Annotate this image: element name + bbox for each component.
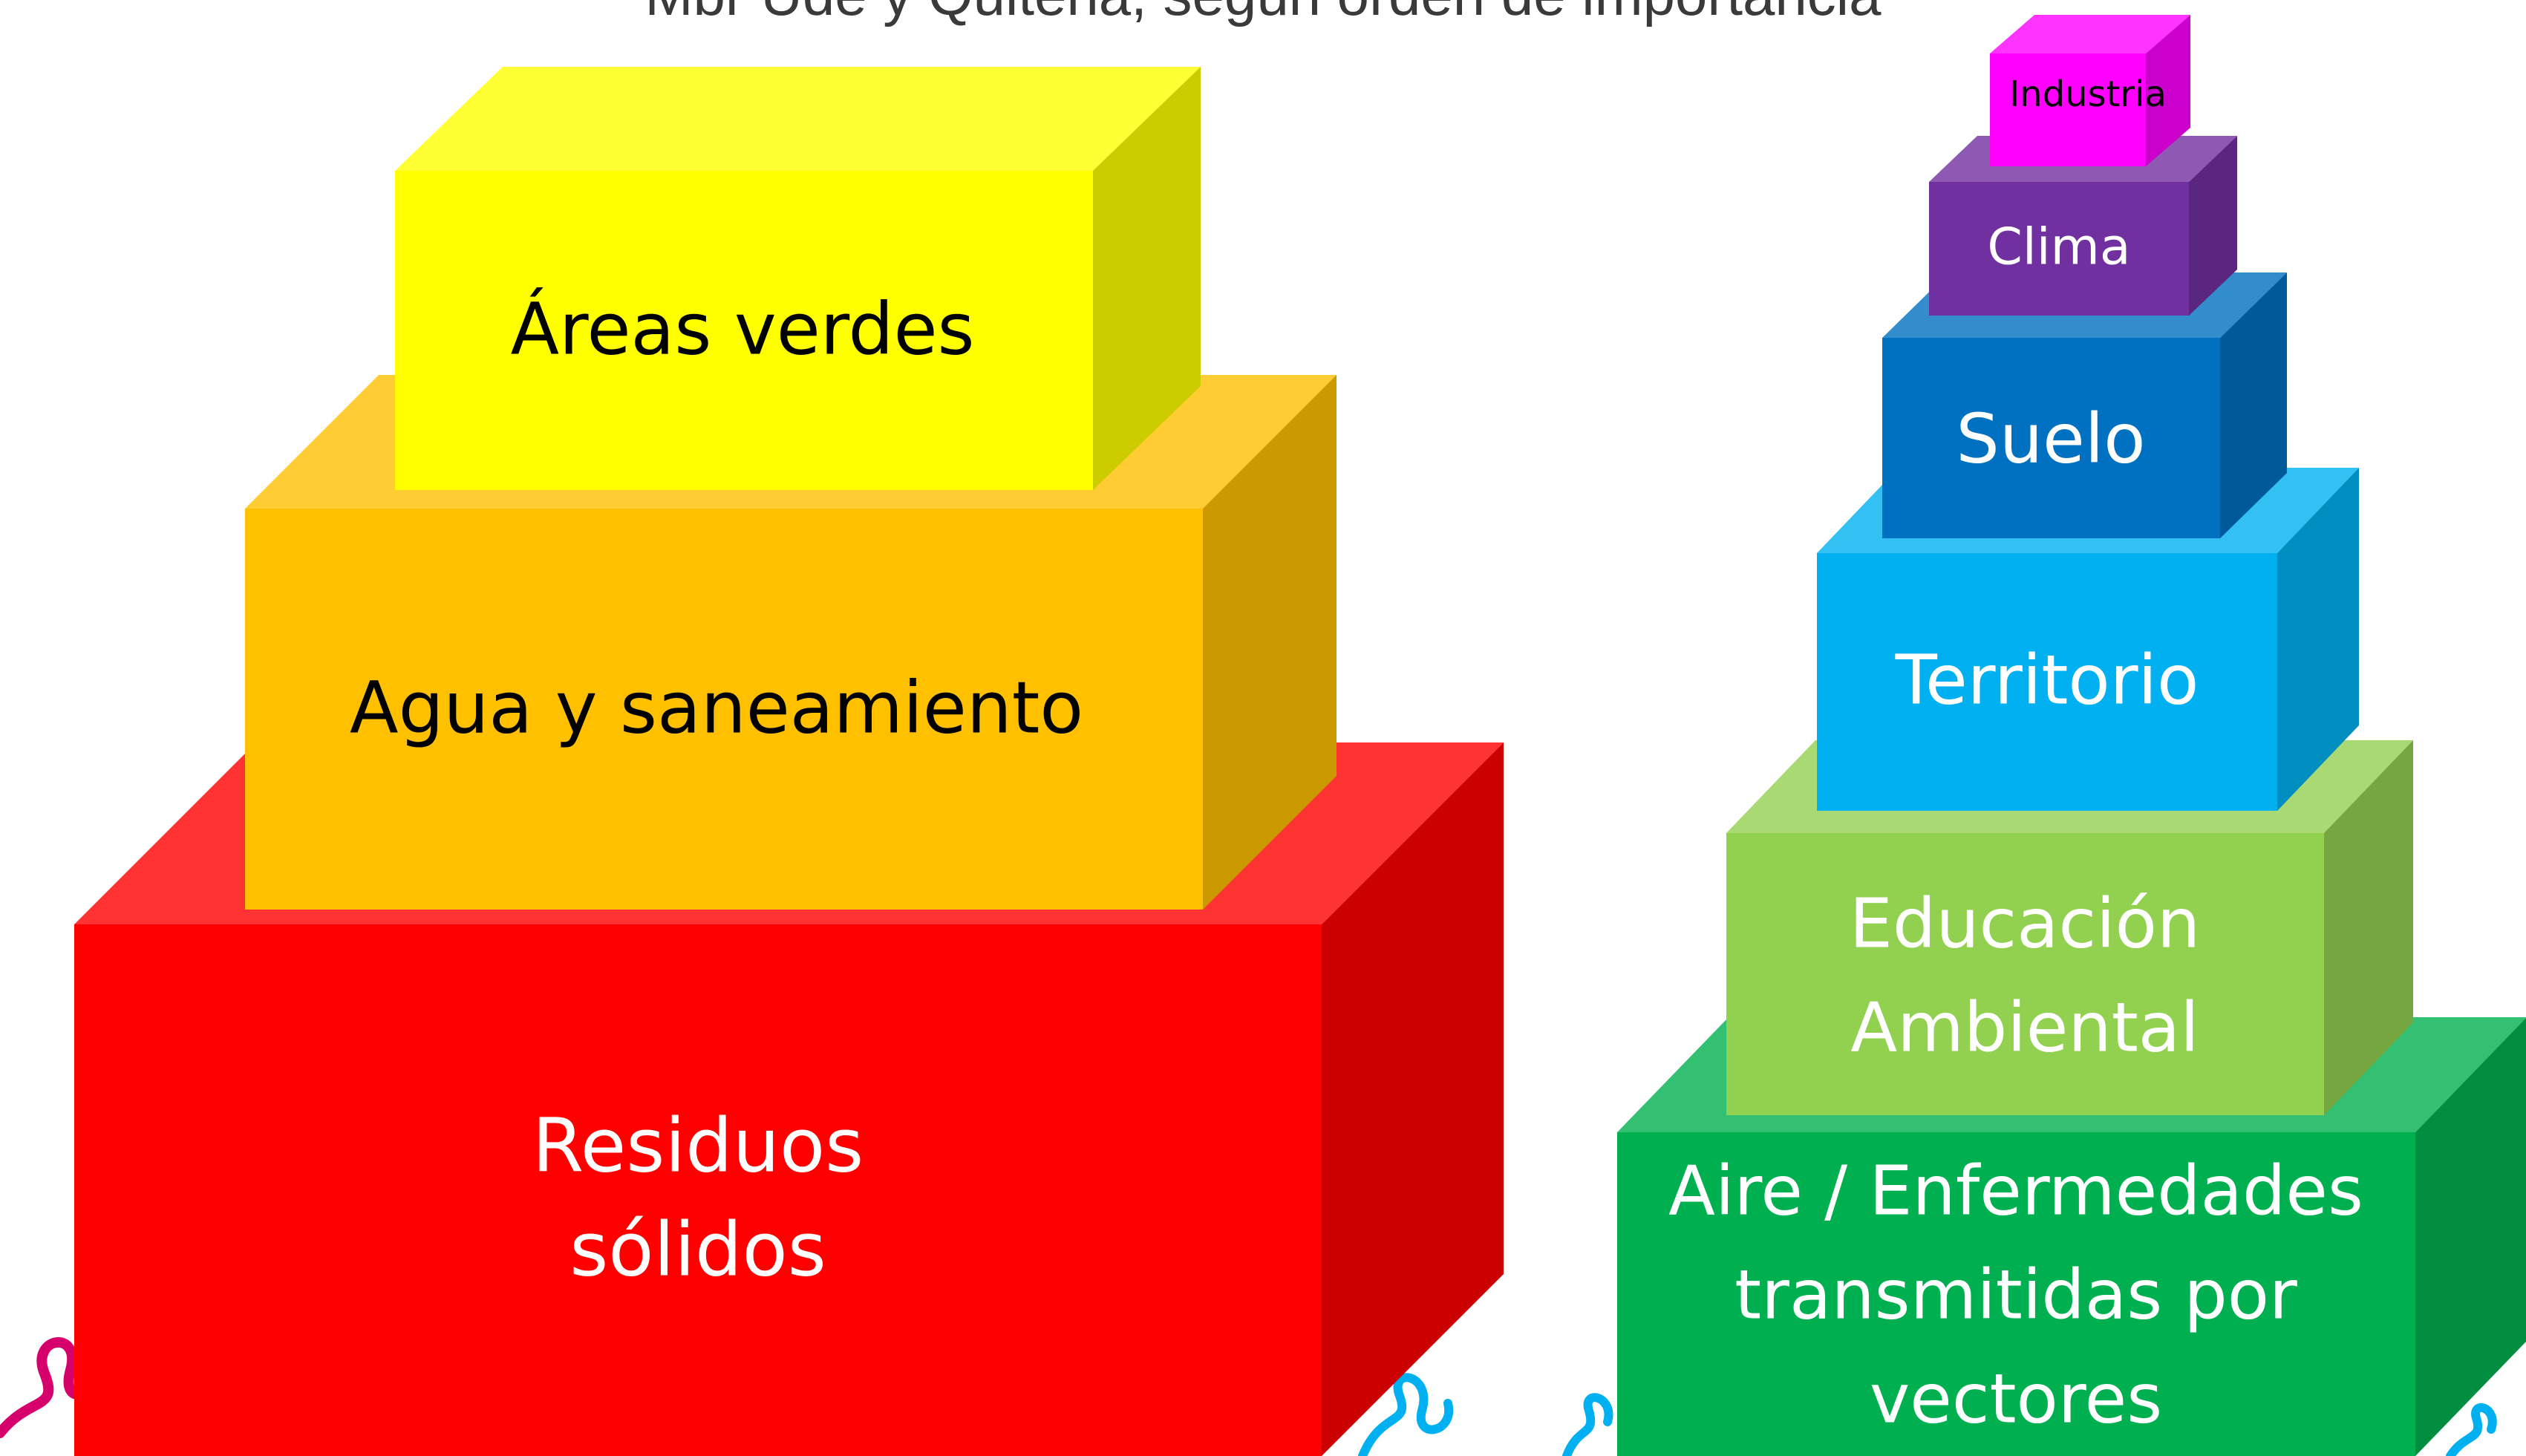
left-block-1-front-face (74, 924, 1322, 1456)
right-block-1-side-face (2415, 1018, 2526, 1456)
right-block-5: Clima (1929, 136, 2237, 316)
left-block-3: Áreas verdes (395, 67, 1201, 490)
right-block-4-front-face (1882, 338, 2220, 538)
left-block-1-label-line: sólidos (570, 1206, 826, 1293)
left-block-3-front-face (395, 171, 1093, 490)
right-block-3-front-face (1817, 553, 2277, 811)
right-block-6-label-line: Industria (2009, 74, 2167, 115)
left-block-3-top-face (395, 67, 1201, 171)
right-block-6-top-face (1990, 15, 2190, 53)
right-block-5-side-face (2189, 136, 2237, 316)
right-block-2-front-face (1726, 833, 2324, 1115)
right-block-3-side-face (2277, 468, 2359, 811)
left-pyramid: Residuos sólidos Agua y saneamiento Áreas v… (74, 67, 1504, 1456)
right-pyramid: Aire / Enfermedades transmitidas por vecto… (1617, 15, 2526, 1456)
right-block-2-side-face (2324, 740, 2413, 1115)
left-block-2-label: Agua y saneamiento (350, 666, 1083, 749)
left-block-2-front-face (245, 509, 1203, 910)
right-block-5-label: Clima (1987, 218, 2130, 277)
right-block-6-side-face (2146, 15, 2190, 166)
right-block-2-label-line: Ambiental (1850, 987, 2199, 1067)
left-block-2-label-line: Agua y saneamiento (350, 666, 1083, 749)
left-block-3-label-line: Áreas verdes (510, 287, 974, 370)
right-block-6-front-face (1990, 53, 2146, 166)
left-block-3-side-face (1093, 67, 1201, 490)
left-block-1-label: Residuos sólidos (532, 1102, 864, 1293)
left-block-2-side-face (1203, 375, 1337, 910)
right-block-1-front-face (1617, 1132, 2415, 1456)
left-block-3-label: Áreas verdes (510, 287, 974, 370)
left-block-1-side-face (1322, 742, 1504, 1456)
right-block-1-label-line: vectores (1870, 1359, 2162, 1438)
right-block-4-label-line: Suelo (1956, 399, 2145, 478)
ribbon-center-right-decoration (1562, 1393, 1613, 1456)
right-block-1-label-line: Aire / Enfermedades (1668, 1151, 2363, 1230)
right-block-6: Industria (1990, 15, 2190, 166)
slide-title: Mbr Ude y Quitena, según orden de import… (0, 0, 2526, 29)
right-block-3-label: Territorio (1895, 640, 2199, 719)
ribbon-center-decoration (1358, 1373, 1454, 1456)
right-block-5-label-line: Clima (1987, 218, 2130, 277)
right-block-4-label: Suelo (1956, 399, 2145, 478)
right-block-1-label-line: transmitidas por (1734, 1255, 2297, 1334)
right-block-2-label-line: Educación (1850, 884, 2201, 963)
right-block-1-label: Aire / Enfermedades transmitidas por vecto… (1668, 1151, 2363, 1438)
right-block-6-label: Industria (2009, 74, 2167, 115)
left-block-1-label-line: Residuos (532, 1102, 864, 1189)
right-block-4-side-face (2220, 272, 2287, 538)
right-block-5-front-face (1929, 182, 2189, 316)
right-block-3-label-line: Territorio (1895, 640, 2199, 719)
ribbon-right-decoration (2446, 1403, 2497, 1456)
